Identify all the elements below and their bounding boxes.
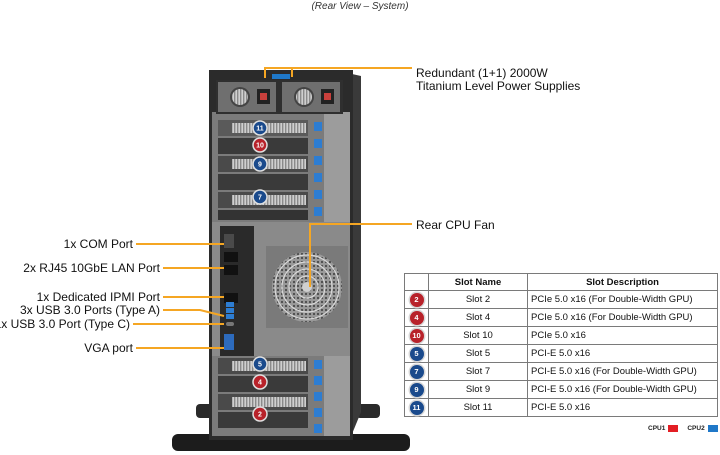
slot-description: PCIe 5.0 x16	[527, 326, 718, 345]
table-row: 2 Slot 2 PCIe 5.0 x16 (For Double-Width …	[404, 290, 718, 309]
chassis-badge-slot-5: 5	[252, 356, 268, 372]
chassis-badge-slot-10: 10	[252, 137, 268, 153]
chassis-badge-number: 11	[256, 126, 264, 133]
slot-description: PCI-E 5.0 x16 (For Double-Width GPU)	[527, 362, 718, 381]
chassis-badge-slot-4: 4	[252, 374, 268, 390]
lan-port-callout-label: 2x RJ45 10GbE LAN Port	[23, 261, 160, 275]
table-row: 9 Slot 9 PCI-E 5.0 x16 (For Double-Width…	[404, 380, 718, 399]
cpu-legend: CPU1 CPU2	[648, 425, 720, 432]
slot-name: Slot 7	[428, 362, 528, 381]
header-badge	[404, 273, 429, 291]
slot-name: Slot 5	[428, 344, 528, 363]
usb-a-2	[226, 308, 234, 313]
com-port-callout-label: 1x COM Port	[63, 237, 133, 251]
lan-port-2	[224, 265, 238, 275]
cpu-fan-callout-label: Rear CPU Fan	[416, 218, 495, 232]
chassis-foot-right	[356, 404, 380, 418]
chassis-badge-number: 4	[258, 380, 262, 387]
vga-connector	[224, 334, 234, 350]
legend-swatch-cpu2	[707, 425, 718, 432]
usb-c-callout-label: 1x USB 3.0 Port (Type C)	[0, 317, 130, 331]
slot-table: Slot Name Slot Description 2 Slot 2 PCIe…	[404, 273, 718, 417]
slot-name: Slot 4	[428, 308, 528, 327]
chassis-badge-slot-9: 9	[252, 156, 268, 172]
slot-table-header-row: Slot Name Slot Description	[404, 273, 718, 291]
legend-swatch-cpu1	[668, 425, 679, 432]
slot-badge: 2	[409, 292, 424, 307]
table-row: 10 Slot 10 PCIe 5.0 x16	[404, 326, 718, 345]
header-slot-description: Slot Description	[527, 273, 718, 291]
chassis-badge-number: 2	[258, 412, 262, 419]
slot-badge: 7	[409, 364, 424, 379]
usb-a-1	[226, 302, 234, 307]
slot-name: Slot 9	[428, 380, 528, 399]
header-slot-name: Slot Name	[428, 273, 528, 291]
slot-name: Slot 10	[428, 326, 528, 345]
com-port-connector	[224, 234, 234, 248]
figure-caption: (Rear View – System)	[311, 1, 409, 12]
slot-badge: 9	[409, 382, 424, 397]
table-row: 7 Slot 7 PCI-E 5.0 x16 (For Double-Width…	[404, 362, 718, 381]
chassis-side-panel	[352, 74, 361, 434]
chassis-badge-number: 5	[258, 362, 262, 369]
upper-slot-latches	[314, 122, 322, 216]
ipmi-port-connector	[224, 293, 238, 303]
chassis-badge-number: 10	[256, 143, 264, 150]
slot-description: PCI-E 5.0 x16 (For Double-Width GPU)	[527, 380, 718, 399]
slot-description: PCI-E 5.0 x16	[527, 344, 718, 363]
slot-badge: 4	[409, 310, 424, 325]
slot-badge: 10	[409, 328, 424, 343]
table-row: 4 Slot 4 PCIe 5.0 x16 (For Double-Width …	[404, 308, 718, 327]
psu-callout-label: Redundant (1+1) 2000W Titanium Level Pow…	[416, 66, 581, 93]
slot-name: Slot 2	[428, 290, 528, 309]
chassis-badge-number: 9	[258, 162, 262, 169]
callout-lines	[133, 67, 412, 349]
slot-description: PCIe 5.0 x16 (For Double-Width GPU)	[527, 290, 718, 309]
slot-description: PCIe 5.0 x16 (For Double-Width GPU)	[527, 308, 718, 327]
lower-slot-latches	[314, 360, 322, 433]
usb-c-connector	[226, 322, 234, 326]
vga-callout-label: VGA port	[84, 341, 133, 355]
slot-name: Slot 11	[428, 398, 528, 417]
chassis-badge-slot-11: 11	[252, 120, 268, 136]
chassis-slot-badges: 11 10 9 7 5 4 2	[252, 120, 268, 422]
usb-a-callout-label: 3x USB 3.0 Ports (Type A)	[19, 303, 160, 317]
chassis-badge-slot-2: 2	[252, 406, 268, 422]
chassis-badge-slot-7: 7	[252, 189, 268, 205]
table-row: 5 Slot 5 PCI-E 5.0 x16	[404, 344, 718, 363]
lan-port-1	[224, 252, 238, 262]
usb-a-3	[226, 314, 234, 319]
ipmi-port-callout-label: 1x Dedicated IPMI Port	[36, 290, 160, 304]
slot-description: PCI-E 5.0 x16	[527, 398, 718, 417]
slot-badge: 5	[409, 346, 424, 361]
slot-badge: 11	[409, 400, 424, 415]
chassis-badge-number: 7	[258, 195, 262, 202]
table-row: 11 Slot 11 PCI-E 5.0 x16	[404, 398, 718, 417]
legend-label-cpu2: CPU2	[687, 425, 705, 432]
legend-label-cpu1: CPU1	[648, 425, 666, 432]
